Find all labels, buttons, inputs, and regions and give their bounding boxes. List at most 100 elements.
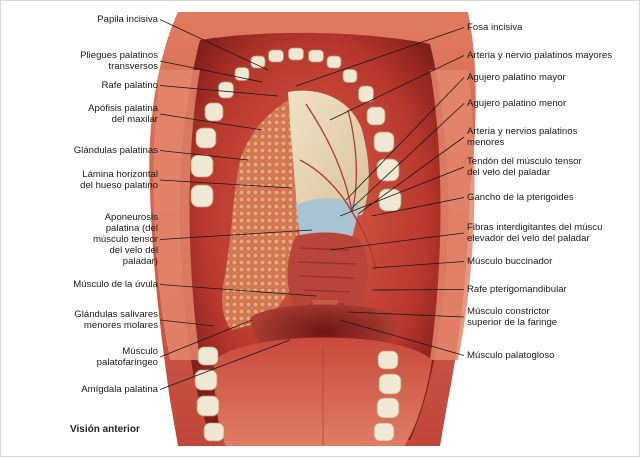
label-line: Rafe pterigomandibular: [467, 284, 567, 295]
label-amigdala-palatina: Amígdala palatina: [81, 384, 158, 395]
upper-tooth: [268, 49, 284, 63]
upper-tooth: [358, 85, 374, 103]
label-line: Músculo: [122, 346, 158, 357]
label-buccinador: Músculo buccinador: [467, 256, 552, 267]
label-line: Arteria y nervios palatinos: [467, 126, 578, 137]
leader-gancho-pterigoides: [371, 197, 465, 217]
lower-tooth: [378, 373, 402, 395]
label-line: Gancho de la pterigoides: [467, 192, 574, 203]
label-fosa-incisiva: Fosa incisiva: [467, 22, 522, 33]
leader-papila-incisiva: [159, 19, 269, 71]
label-palatogloso: Músculo palatogloso: [467, 350, 554, 361]
label-line: palatina (del: [105, 223, 158, 234]
palatine-glands: [222, 100, 298, 330]
muscle-fibers: [297, 247, 357, 305]
upper-tooth: [366, 106, 386, 126]
label-line: del velo del: [109, 245, 158, 256]
leader-tendon-tensor: [339, 166, 465, 217]
label-agujero-mayor: Agujero palatino mayor: [467, 72, 566, 83]
upper-tooth: [190, 154, 214, 178]
label-line: Músculo constrictor: [467, 306, 550, 317]
label-rafe-palatino: Rafe palatino: [101, 80, 158, 91]
label-line: elevador del velo del paladar: [467, 233, 590, 244]
leader-pliegues-palatinos: [159, 60, 263, 83]
label-line: menores molares: [83, 320, 158, 331]
label-line: paladar): [122, 256, 158, 267]
lower-tooth: [377, 350, 399, 370]
label-line: del velo del paladar: [467, 167, 551, 178]
label-line: del hueso palatino: [80, 180, 158, 191]
leader-buccinador: [371, 261, 465, 269]
upper-tooth: [204, 102, 224, 122]
upper-tooth: [190, 184, 214, 208]
leader-agujero-menor: [351, 103, 465, 209]
left-cheek: [153, 70, 200, 360]
upper-tooth: [288, 47, 304, 61]
leader-glandulas-palatinas: [159, 150, 249, 161]
label-line: Agujero palatino mayor: [467, 72, 566, 83]
leader-lines: [159, 19, 465, 390]
lower-tooth: [373, 422, 395, 442]
label-papila-incisiva: Papila incisiva: [97, 14, 158, 25]
lower-tooth: [203, 422, 225, 442]
upper-teeth: [190, 47, 402, 212]
figure-caption: Visión anterior: [70, 424, 140, 435]
label-line: músculo tensor: [92, 234, 158, 245]
lower-tooth: [376, 397, 400, 419]
label-line: Rafe palatino: [101, 80, 158, 91]
label-line: Agujero palatino menor: [467, 98, 567, 109]
leader-fosa-incisiva: [295, 27, 465, 87]
lower-tooth: [194, 369, 218, 391]
leader-palatogloso: [339, 319, 465, 356]
label-line: superior de la faringe: [467, 317, 558, 328]
label-gancho-pterigoides: Gancho de la pterigoides: [467, 192, 574, 203]
palatine-bone: [288, 90, 369, 220]
leader-fibras-interdigitantes: [329, 232, 465, 251]
lower-tooth: [196, 395, 220, 417]
upper-tooth: [195, 127, 217, 149]
leader-lamina-horizontal: [159, 179, 293, 189]
palatine-vessels: [299, 103, 377, 271]
upper-tooth: [250, 55, 266, 69]
label-line: Aponeurosis: [104, 212, 158, 223]
leader-glandulas-salivares: [159, 319, 215, 327]
label-line: Fibras interdigitantes del múscu: [467, 222, 603, 233]
upper-tooth: [342, 69, 358, 83]
upper-tooth: [378, 188, 402, 212]
label-line: menores: [467, 137, 505, 148]
label-line: palatofaríngeo: [96, 357, 158, 368]
leader-aponeurosis-palatina: [159, 229, 313, 240]
label-glandulas-palatinas: Glándulas palatinas: [74, 145, 158, 156]
leader-apofisis-palatina: [159, 113, 263, 131]
label-musculo-uvula: Músculo de la úvula: [73, 279, 158, 290]
upper-tooth: [326, 55, 342, 69]
lower-teeth: [194, 346, 402, 442]
leader-agujero-mayor: [345, 77, 465, 201]
leader-musculo-uvula: [159, 284, 317, 297]
label-arteria-nervio-mayores: Arteria y nervio palatinos mayores: [467, 50, 612, 61]
label-line: Arteria y nervio palatinos mayores: [467, 50, 613, 61]
label-line: Pliegues palatinos: [80, 50, 158, 61]
label-line: transversos: [108, 61, 158, 72]
leader-constrictor-superior: [347, 311, 465, 318]
leader-rafe-palatino: [159, 85, 279, 97]
right-cheek: [430, 70, 475, 360]
label-agujero-menor: Agujero palatino menor: [467, 98, 566, 109]
upper-tooth: [218, 81, 234, 99]
label-line: Tendón del músculo tensor: [467, 156, 582, 167]
upper-tooth: [308, 49, 324, 63]
upper-tooth: [376, 158, 400, 182]
label-line: Glándulas palatinas: [73, 145, 158, 156]
leader-rafe-pterigomandibular: [371, 289, 465, 291]
